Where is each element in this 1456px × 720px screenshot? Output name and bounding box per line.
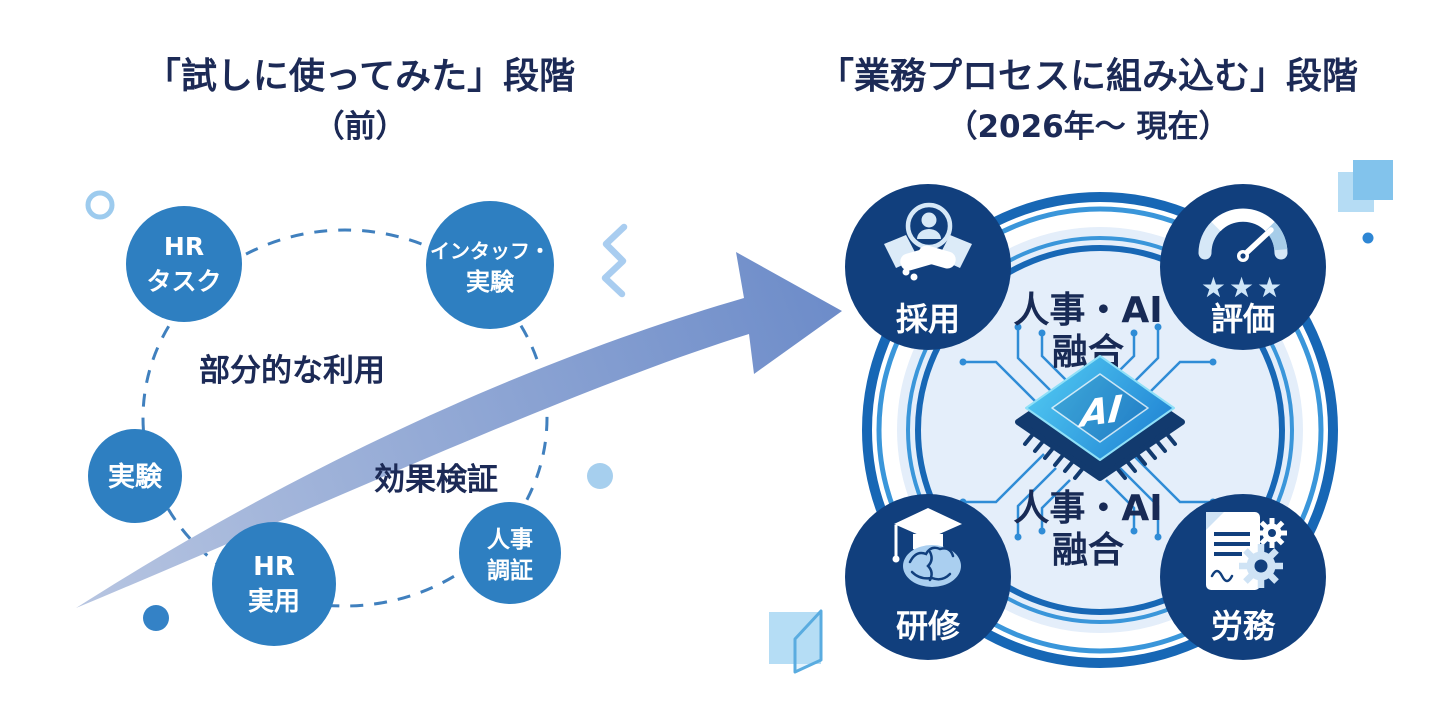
gauge-stars-icon: ★★★ [1198,208,1288,304]
small-gear [1257,518,1287,548]
right-subtitle: （2026年〜 現在） [946,109,1229,145]
bubble-label-line1: 実験 [108,461,163,493]
label-effect-check: 効果検証 [374,462,498,498]
fusion-text-bottom: 人事・AI 融合 [1013,488,1162,571]
node-label: 採用 [896,300,960,338]
growth-arrow [76,252,842,608]
bubble-circle [459,502,561,604]
bubble-circle [426,201,554,329]
right-title: 「業務プロセスに組み込む」段階 [818,56,1358,97]
node-label: 研修 [896,607,961,645]
bubble-hr-practical: HR 実用 [212,522,336,646]
node-recruitment: 採用 [845,184,1011,350]
bubble-circle [212,522,336,646]
decor-parallelogram [793,609,823,674]
dashed-cycle-ellipse [141,228,549,608]
chip-pins [1023,431,1177,480]
node-label: 評価 [1211,300,1275,338]
left-title: 「試しに使ってみた」段階 [145,56,575,97]
bubble-label-line2: タスク [146,267,221,296]
node-label: 労務 [1211,607,1276,645]
node-evaluation: ★★★ 評価 [1160,184,1326,350]
decor-square-dark [1353,160,1393,200]
bubble-label-line2: 実験 [466,268,515,296]
bubble-intaff-experiment: インタッフ・ 実験 [426,201,554,329]
bubble-experiment: 実験 [88,429,182,523]
bubble-circle [126,206,242,322]
chip-label: AI [1076,387,1124,437]
bubble-label-line2: 調証 [487,557,533,584]
left-subtitle: （前） [314,109,407,145]
chip-inset [1051,373,1149,443]
bubble-label-line1: インタッフ・ [430,239,550,263]
bubble-label-line2: 実用 [248,586,300,617]
fusion-bottom-line1: 人事・AI [1013,488,1162,529]
right-panel: 「業務プロセスに組み込む」段階 （2026年〜 現在） 人事・AI 融合 [769,56,1393,674]
graduation-brain-icon [892,508,962,587]
bubble-label-line1: 人事 [487,527,533,553]
fusion-bottom-line2: 融合 [1052,530,1124,571]
bubble-label-line1: HR [164,232,204,261]
handshake-person-icon [884,202,972,281]
node-circle [1160,184,1326,350]
decor-dot-solid [143,605,169,631]
large-gear [1239,544,1283,588]
bubble-hr-task: HR タスク [126,206,242,322]
decor-ring-circle [85,190,115,220]
fusion-top-line1: 人事・AI [1013,290,1162,331]
node-training: 研修 [845,494,1011,660]
decor-dot-light [587,463,613,489]
bubble-label-line1: HR [253,552,295,582]
node-labor: 労務 [1160,494,1326,660]
zigzag-icon [601,223,628,298]
left-panel: 「試しに使ってみた」段階 （前） HR タスク インタッフ・ 実験 実験 [76,56,842,646]
document-gears-icon [1206,512,1287,590]
node-circle [845,184,1011,350]
label-partial-use: 部分的な利用 [199,353,385,389]
chip-top-face [1025,355,1175,461]
decor-dot-right [1362,232,1374,244]
ai-chip: AI [1015,355,1185,481]
bubble-circle [88,429,182,523]
bubble-jinji-chosho: 人事 調証 [459,502,561,604]
stars-row: ★★★ [1201,271,1285,304]
